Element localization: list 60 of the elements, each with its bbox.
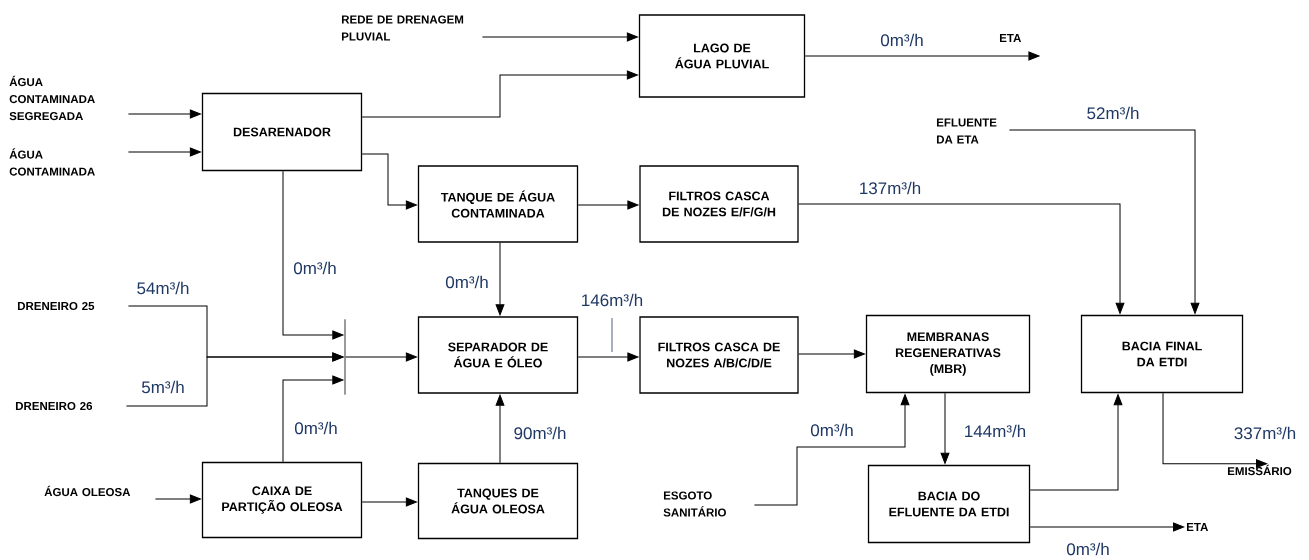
process-box: BACIA DO EFLUENTE DA ETDI <box>867 464 1031 544</box>
process-box: SEPARADOR DE ÁGUA E ÓLEO <box>417 316 579 394</box>
flow-label: ÁGUA CONTAMINADA SEGREGADA <box>9 75 95 121</box>
process-box: TANQUES DE ÁGUA OLEOSA <box>417 462 579 540</box>
flow-label: EMISSÁRIO <box>1228 464 1292 476</box>
arrow <box>361 153 417 210</box>
process-box: BACIA FINAL DA ETDI <box>1080 314 1244 394</box>
arrow <box>127 147 201 157</box>
arrow <box>577 200 639 210</box>
arrow <box>1029 522 1185 532</box>
arrow <box>361 497 417 507</box>
arrow <box>1008 129 1200 314</box>
flow-label: EFLUENTE DA ETA <box>937 118 997 144</box>
flow-label: ETA <box>1187 523 1209 531</box>
arrow <box>940 392 950 464</box>
edge-label: 337m³/h <box>1234 426 1296 440</box>
edge-label: 0m³/h <box>445 275 488 289</box>
arrow <box>345 352 417 362</box>
edge-label: 0m³/h <box>294 421 337 435</box>
edge-label: 5m³/h <box>141 380 184 394</box>
arrow <box>495 242 505 316</box>
process-box: TANQUE DE ÁGUA CONTAMINADA <box>417 165 579 243</box>
process-box: MEMBRANAS REGENERATIVAS (MBR) <box>865 314 1031 394</box>
edge-label: 90m³/h <box>514 426 566 440</box>
edge-label: 0m³/h <box>880 33 923 47</box>
flow-label: DRENEIRO 26 <box>15 401 93 411</box>
arrow <box>481 32 638 42</box>
arrow <box>282 375 344 463</box>
arrow <box>361 70 638 118</box>
arrow <box>798 203 1125 314</box>
edge-label: 0m³/h <box>1066 542 1109 556</box>
edge-label: 0m³/h <box>810 423 853 437</box>
arrow <box>753 394 910 506</box>
flow-label: ÁGUA OLEOSA <box>44 485 131 497</box>
process-box: FILTROS CASCA DE NOZES A/B/C/D/E <box>639 316 799 394</box>
edge-label: 146m³/h <box>582 293 643 307</box>
arrow <box>125 352 344 407</box>
arrow <box>577 352 639 362</box>
process-box: DESARENADOR <box>201 92 363 172</box>
process-box: CAIXA DE PARTIÇÃO OLEOSA <box>201 461 363 539</box>
edge-label: 52m³/h <box>1087 106 1139 120</box>
process-box: LAGO DE ÁGUA PLUVIAL <box>638 14 806 98</box>
arrow <box>282 170 344 340</box>
arrow <box>127 109 201 119</box>
flow-label: ÁGUA CONTAMINADA <box>9 148 95 176</box>
arrow <box>1162 392 1268 469</box>
flow-label: DRENEIRO 25 <box>17 301 95 311</box>
flow-label: REDE DE DRENAGEM PLUVIAL <box>341 15 464 41</box>
edge-label: 0m³/h <box>293 261 336 275</box>
flow-label: ESGOTO SANITÁRIO <box>663 491 726 517</box>
arrow <box>154 494 201 504</box>
arrow <box>804 51 1040 61</box>
edge-label: 54m³/h <box>137 281 189 295</box>
process-box: FILTROS CASCA DE NOZES E/F/G/H <box>639 165 799 243</box>
arrow <box>495 394 505 464</box>
edge-label: 144m³/h <box>965 424 1026 438</box>
flow-label: ETA <box>1000 34 1022 42</box>
edge-label: 137m³/h <box>860 181 921 195</box>
arrow <box>1029 394 1123 491</box>
arrow <box>798 349 865 359</box>
